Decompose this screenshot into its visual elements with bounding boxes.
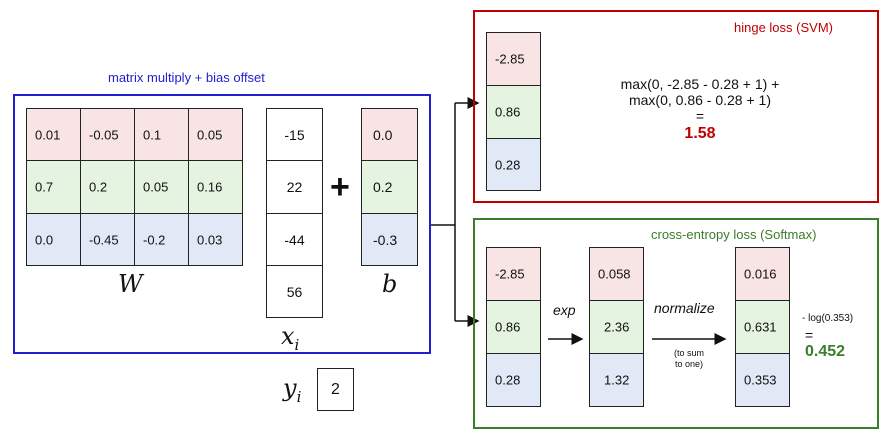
svm-result: 1.58 (684, 125, 716, 142)
w-label: W (118, 270, 143, 298)
w-cell: -0.45 (80, 213, 135, 266)
w-cell: 0.05 (134, 160, 189, 214)
w-cell: -0.2 (134, 213, 189, 266)
exp-value-cell: 1.32 (589, 353, 644, 407)
exp-value-cell: 2.36 (589, 300, 644, 354)
prob-value-cell: 0.016 (735, 247, 790, 301)
y-label: yi (283, 374, 302, 406)
b-cell: -0.3 (361, 213, 418, 266)
log-text: - log(0.353) (802, 313, 854, 324)
exp-value-cell: 0.058 (589, 247, 644, 301)
svm-score-cell: -2.85 (486, 32, 541, 86)
normalize-label: normalize (654, 300, 715, 316)
x-cell: 56 (266, 265, 323, 318)
softmax-score-cell: 0.28 (486, 353, 541, 407)
prob-value-cell: 0.631 (735, 300, 790, 354)
b-cell: 0.2 (361, 160, 418, 214)
w-cell: 0.01 (26, 108, 81, 161)
w-cell: 0.05 (188, 108, 243, 161)
softmax-result: 0.452 (805, 343, 846, 360)
matrix-section-title: matrix multiply + bias offset (108, 70, 265, 85)
exp-label: exp (553, 302, 576, 318)
svm-equals: = (695, 108, 705, 124)
w-cell: 0.16 (188, 160, 243, 214)
w-cell: 0.03 (188, 213, 243, 266)
softmax-title: cross-entropy loss (Softmax) (651, 227, 817, 242)
plus-sign: + (330, 168, 350, 206)
x-cell: -15 (266, 108, 323, 161)
y-value-box: 2 (317, 368, 354, 411)
b-label: b (382, 270, 398, 298)
softmax-score-cell: 0.86 (486, 300, 541, 354)
svm-formula-line-1: max(0, -2.85 - 0.28 + 1) + (620, 76, 780, 92)
svm-section-frame (473, 10, 879, 203)
svm-title: hinge loss (SVM) (734, 20, 833, 35)
softmax-score-cell: -2.85 (486, 247, 541, 301)
prob-value-cell: 0.353 (735, 353, 790, 407)
x-cell: -44 (266, 213, 323, 266)
svm-formula-line-2: max(0, 0.86 - 0.28 + 1) (628, 92, 772, 108)
softmax-equals: = (805, 327, 814, 343)
svm-formula: max(0, -2.85 - 0.28 + 1) + max(0, 0.86 -… (560, 76, 840, 142)
w-cell: 0.2 (80, 160, 135, 214)
w-cell: 0.1 (134, 108, 189, 161)
x-label: xi (281, 322, 300, 354)
matrix-section-frame (13, 94, 431, 354)
x-cell: 22 (266, 160, 323, 214)
w-cell: 0.0 (26, 213, 81, 266)
svm-score-cell: 0.28 (486, 138, 541, 191)
normalize-note: (to sum to one) (673, 348, 704, 369)
svm-score-cell: 0.86 (486, 85, 541, 139)
softmax-section-frame (473, 218, 879, 429)
